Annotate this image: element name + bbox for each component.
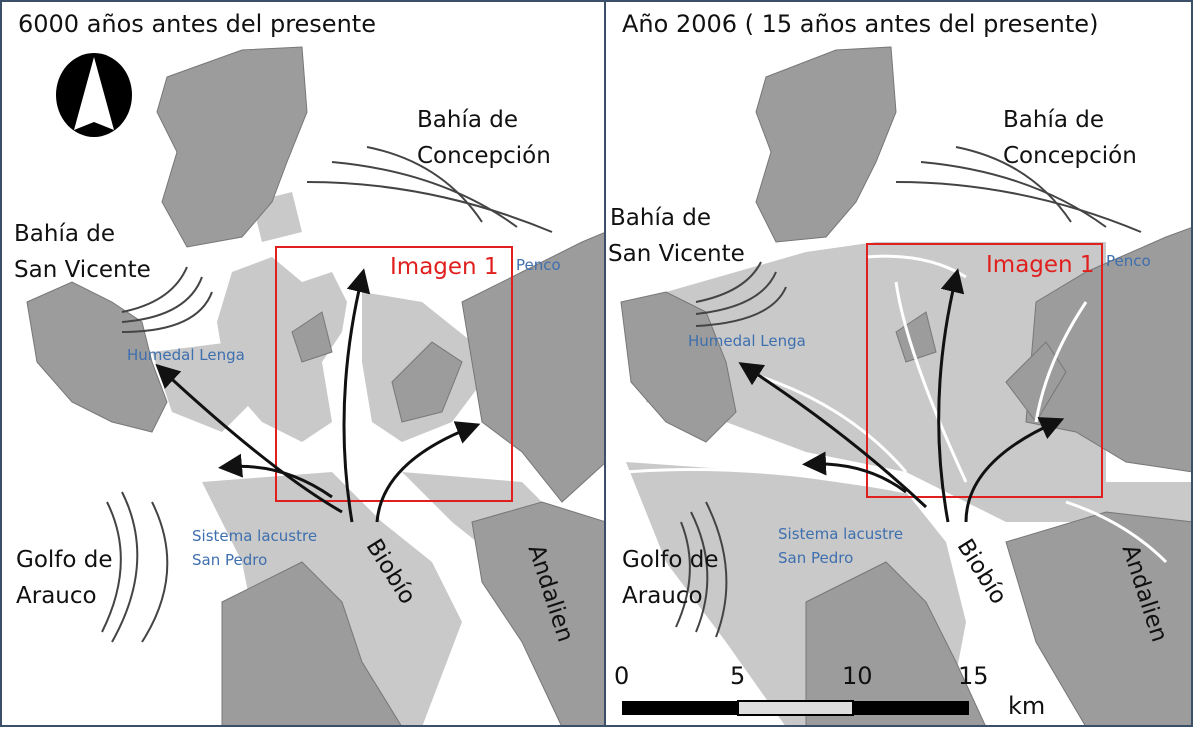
label-bahia-san-vicente: Bahía de bbox=[610, 205, 711, 231]
label-golfo-arauco-2: Arauco bbox=[16, 583, 97, 609]
panel-title: Año 2006 ( 15 años antes del presente) bbox=[622, 10, 1099, 38]
map-right bbox=[620, 46, 1191, 725]
scale-tick-15: 15 bbox=[958, 662, 989, 690]
panel-6000-years-ago: 6000 años antes del presente Bahía de Co… bbox=[0, 0, 606, 727]
label-humedal-lenga: Humedal Lenga bbox=[127, 346, 245, 364]
scale-tick-10: 10 bbox=[842, 662, 873, 690]
label-bahia-concepcion: Bahía de bbox=[417, 107, 518, 133]
label-humedal-lenga: Humedal Lenga bbox=[688, 332, 806, 350]
label-golfo-arauco: Golfo de bbox=[16, 547, 113, 573]
panel-2006: Año 2006 ( 15 años antes del presente) B… bbox=[604, 0, 1193, 727]
label-bahia-concepcion-2: Concepción bbox=[417, 143, 551, 169]
label-imagen-1: Imagen 1 bbox=[390, 254, 499, 280]
panel-title: 6000 años antes del presente bbox=[18, 10, 376, 38]
north-arrow-icon bbox=[56, 53, 132, 137]
scale-unit: km bbox=[1008, 692, 1046, 720]
label-golfo-arauco: Golfo de bbox=[622, 547, 719, 573]
imagen-1-box bbox=[866, 243, 1103, 498]
scale-tick-0: 0 bbox=[614, 662, 630, 690]
flow-arrows bbox=[738, 268, 1065, 523]
terrain-relief bbox=[26, 46, 604, 725]
label-penco: Penco bbox=[1106, 252, 1151, 270]
label-bahia-concepcion-2: Concepción bbox=[1003, 143, 1137, 169]
label-imagen-1: Imagen 1 bbox=[986, 252, 1095, 278]
label-golfo-arauco-2: Arauco bbox=[622, 583, 703, 609]
scale-tick-5: 5 bbox=[730, 662, 746, 690]
label-bahia-concepcion: Bahía de bbox=[1003, 107, 1104, 133]
flow-arrows bbox=[155, 268, 481, 523]
wave-arcs bbox=[101, 146, 553, 643]
imagen-1-box bbox=[275, 246, 513, 502]
label-san-pedro: San Pedro bbox=[778, 549, 854, 567]
label-sistema-lacustre: Sistema lacustre bbox=[192, 527, 318, 545]
label-penco: Penco bbox=[516, 256, 561, 274]
label-san-pedro: San Pedro bbox=[192, 551, 268, 569]
wave-arcs bbox=[675, 146, 1142, 638]
label-bahia-san-vicente-2: San Vicente bbox=[608, 241, 745, 267]
terrain-relief bbox=[620, 46, 1191, 725]
scale-bar bbox=[622, 700, 969, 716]
label-sistema-lacustre: Sistema lacustre bbox=[778, 525, 904, 543]
label-bahia-san-vicente-2: San Vicente bbox=[14, 257, 151, 283]
map-left bbox=[26, 46, 604, 725]
label-bahia-san-vicente: Bahía de bbox=[14, 221, 115, 247]
